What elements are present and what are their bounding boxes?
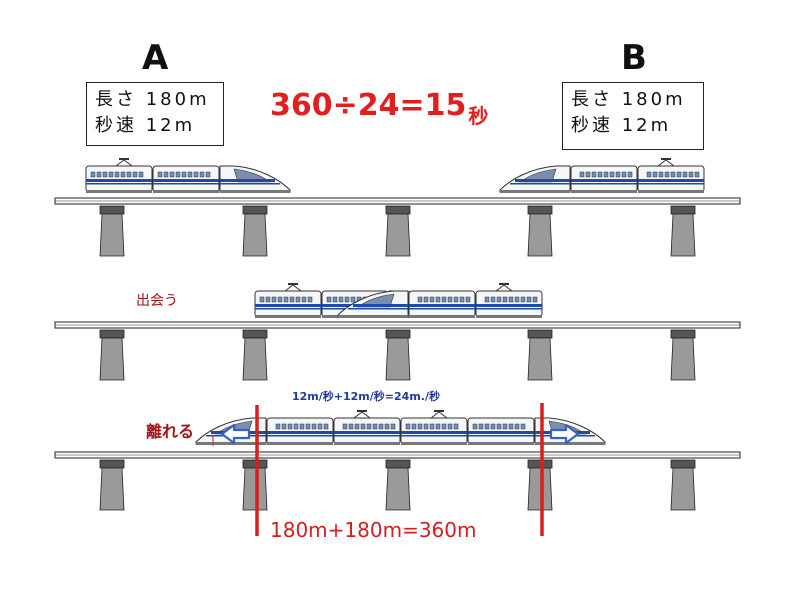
track-row-3 (54, 451, 741, 459)
train-a-speed-label: 秒速 (95, 115, 137, 136)
train-a-length-label: 長さ (95, 89, 137, 110)
train-a-length-value: 180m (145, 89, 210, 110)
train-a-letter: A (142, 38, 169, 78)
train-b-length-value: 180m (621, 89, 686, 110)
separate-label: 離れる (146, 422, 195, 441)
train-b-length-label: 長さ (571, 89, 613, 110)
piers-row-3 (99, 459, 696, 511)
train-b-speed-row: 秒速 12m (571, 113, 695, 139)
total-length-formula: 180m+180m=360m (270, 518, 477, 542)
arrow-right-icon (549, 423, 580, 445)
train-a-speed-value: 12m (145, 115, 196, 136)
train-a-length-row: 長さ 180m (95, 87, 215, 113)
track-row-2 (54, 321, 741, 329)
train-a-row-3 (400, 409, 606, 446)
track-row-1 (54, 197, 741, 205)
train-b-speed-label: 秒速 (571, 115, 613, 136)
train-a-speed-row: 秒速 12m (95, 113, 215, 139)
train-b-letter: B (621, 38, 647, 78)
train-b-row-1 (499, 157, 705, 194)
time-formula-unit: 秒 (468, 104, 489, 128)
meet-label: 出会う (136, 293, 178, 309)
relative-speed-formula: 12m/秒+12m/秒=24m./秒 (292, 390, 440, 403)
piers-row-1 (99, 205, 696, 257)
piers-row-2 (99, 329, 696, 381)
arrow-left-icon (220, 423, 251, 445)
train-b-speed-value: 12m (621, 115, 672, 136)
train-b-info-box: 長さ 180m 秒速 12m (562, 82, 704, 150)
train-b-length-row: 長さ 180m (571, 87, 695, 113)
time-formula-expression: 360÷24=15 (270, 88, 467, 123)
train-a-info-box: 長さ 180m 秒速 12m (86, 82, 224, 146)
train-a-row-1 (85, 157, 291, 194)
train-b-row-2 (337, 282, 543, 319)
train-b-row-3 (195, 409, 401, 446)
